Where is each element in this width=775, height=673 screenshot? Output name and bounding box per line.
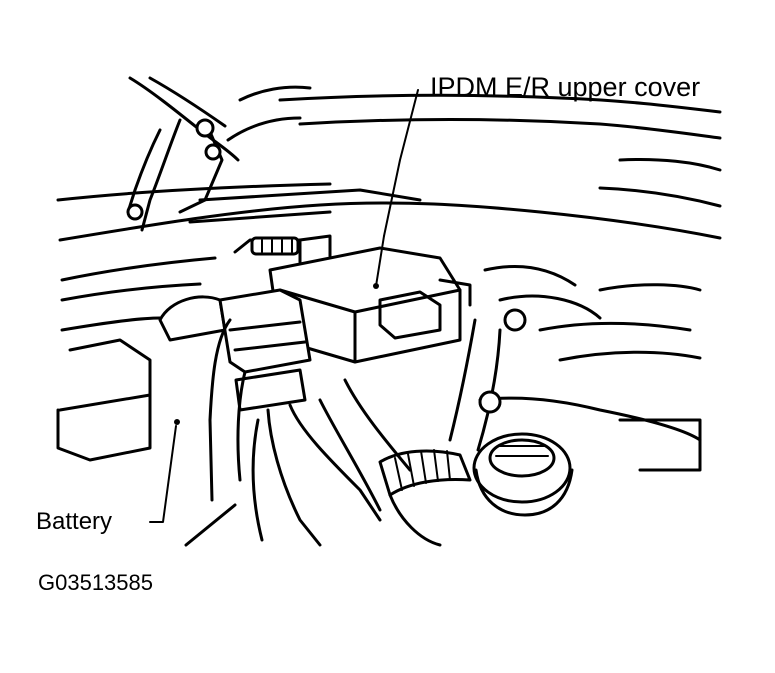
corrugated-tube <box>378 449 472 547</box>
battery-body <box>56 295 227 462</box>
callout-leaders <box>149 89 419 547</box>
right-components <box>448 265 702 472</box>
reservoir-cap <box>472 432 574 517</box>
harness-connectors <box>208 288 412 547</box>
cowl-panel <box>56 93 722 332</box>
hood-hinge <box>126 76 312 232</box>
figure-id: G03513585 <box>38 570 153 595</box>
upper-cover-label: IPDM E/R upper cover <box>430 72 701 102</box>
battery-label: Battery <box>36 508 113 535</box>
